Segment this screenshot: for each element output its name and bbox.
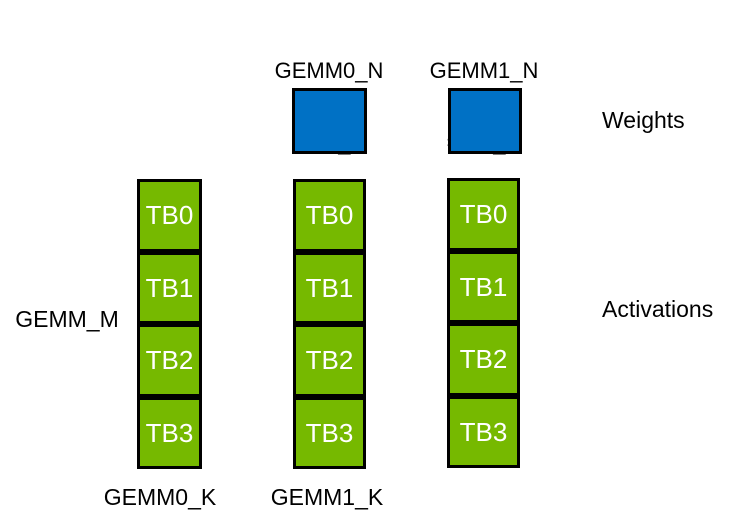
thread-block-cell: TB2 xyxy=(293,324,366,397)
thread-block-cell: TB3 xyxy=(447,395,520,468)
tb-label: TB2 xyxy=(145,345,194,376)
tb-label: TB1 xyxy=(305,272,354,303)
activations-column-0: TB0 TB1 TB2 TB3 xyxy=(137,179,202,469)
activations-column-1: TB0 TB1 TB2 TB3 xyxy=(293,179,366,469)
thread-block-cell: TB2 xyxy=(447,323,520,396)
tb-label: TB1 xyxy=(459,271,508,302)
label-gemm-m: GEMM_M xyxy=(15,306,119,332)
label-weights: Weights xyxy=(602,107,685,133)
label-gemm0-n-line1: GEMM0_N xyxy=(274,58,384,83)
thread-block-cell: TB1 xyxy=(293,251,366,324)
thread-block-cell: TB2 xyxy=(137,324,202,397)
label-activations: Activations xyxy=(602,296,714,322)
tb-label: TB2 xyxy=(459,344,508,375)
weights-box-gemm1 xyxy=(448,88,522,154)
thread-block-cell: TB3 xyxy=(293,396,366,469)
thread-block-cell: TB0 xyxy=(293,179,366,252)
weights-box-gemm0 xyxy=(292,88,367,154)
tb-label: TB0 xyxy=(305,200,354,231)
tb-label: TB3 xyxy=(459,416,508,447)
thread-block-cell: TB0 xyxy=(447,178,520,251)
tb-label: TB1 xyxy=(145,272,194,303)
activations-column-2: TB0 TB1 TB2 TB3 xyxy=(447,178,520,468)
tb-label: TB0 xyxy=(145,200,194,231)
tb-label: TB2 xyxy=(305,345,354,376)
label-gemm0-k: GEMM0_K xyxy=(103,484,217,510)
tb-label: TB3 xyxy=(145,417,194,448)
label-gemm1-k: GEMM1_K xyxy=(270,484,384,510)
thread-block-cell: TB1 xyxy=(447,250,520,323)
thread-block-cell: TB1 xyxy=(137,251,202,324)
label-gemm1-n-line1: GEMM1_N xyxy=(429,58,539,83)
tb-label: TB0 xyxy=(459,199,508,230)
tb-label: TB3 xyxy=(305,417,354,448)
thread-block-cell: TB3 xyxy=(137,396,202,469)
thread-block-cell: TB0 xyxy=(137,179,202,252)
